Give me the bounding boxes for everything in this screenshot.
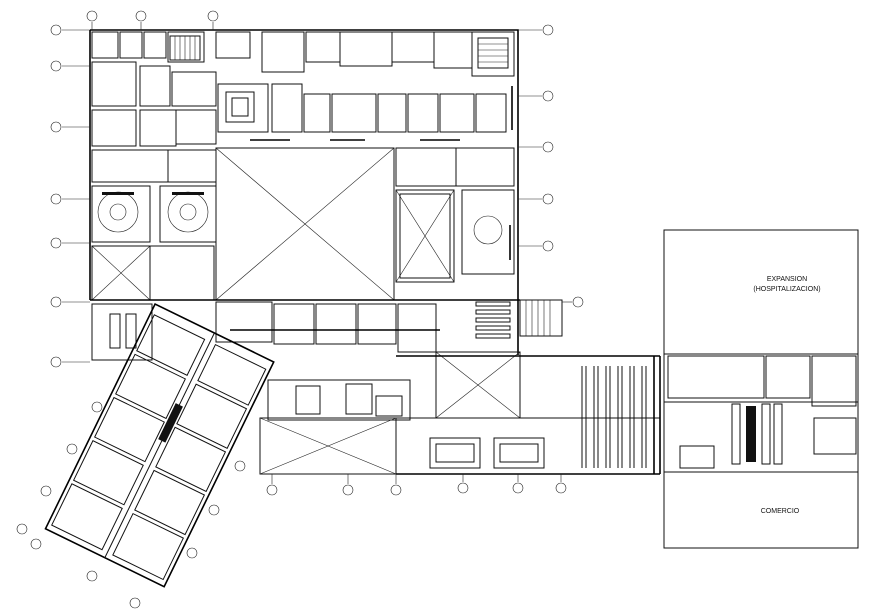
expansion-label: EXPANSION [767, 276, 807, 283]
expansion-sublabel: (HOSPITALIZACION) [753, 286, 820, 293]
east-expansion: EXPANSION (HOSPITALIZACION) COMERCIO [663, 229, 859, 549]
diagonal-wing [44, 303, 275, 588]
grid-axis-bubbles [16, 10, 584, 609]
seating-rows [581, 366, 647, 468]
comercio-label: COMERCIO [761, 508, 800, 515]
north-wing [89, 29, 519, 355]
middle-wing [90, 299, 661, 475]
